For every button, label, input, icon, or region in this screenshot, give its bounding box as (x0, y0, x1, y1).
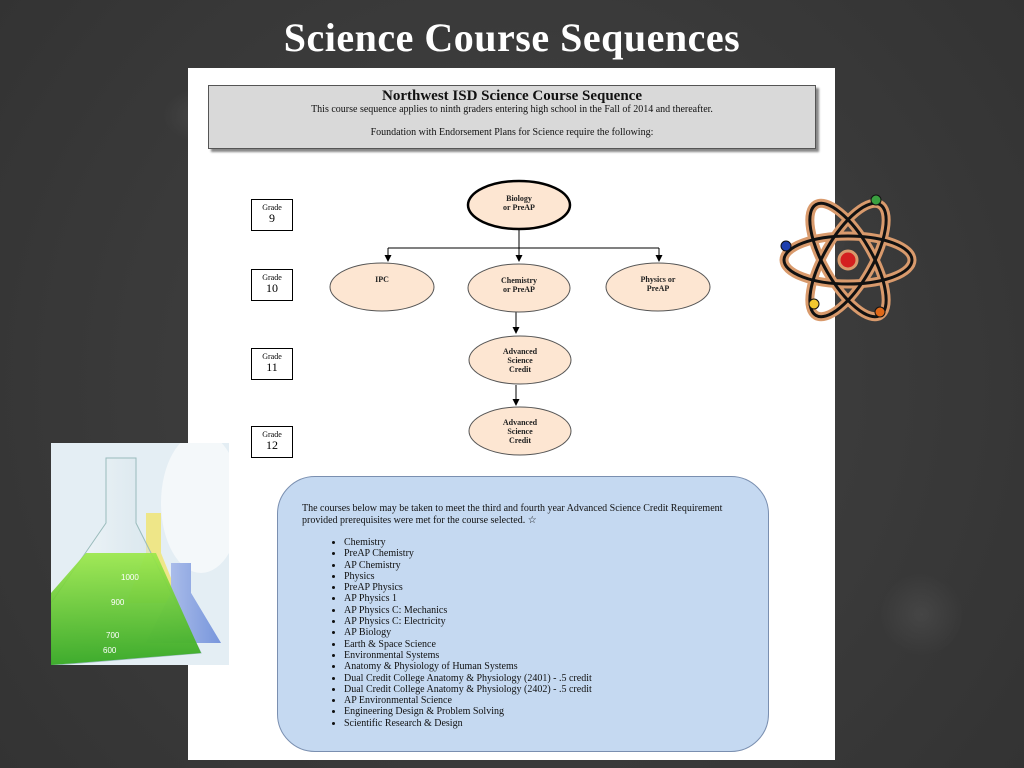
list-item: AP Physics C: Mechanics (344, 605, 592, 616)
node-physics-line-1: Physics or (641, 275, 676, 284)
list-item: PreAP Chemistry (344, 548, 592, 559)
grade-12-box: Grade 12 (251, 426, 293, 458)
list-item: Chemistry (344, 537, 592, 548)
advanced-credit-intro: The courses below may be taken to meet t… (302, 503, 723, 526)
svg-text:900: 900 (111, 598, 125, 607)
node-biology-line-1: Biology (506, 194, 532, 203)
node-biology: Biology or PreAP (466, 179, 572, 231)
list-item: Scientific Research & Design (344, 718, 592, 729)
list-item: AP Biology (344, 627, 592, 638)
node-adv2-line-1: Advanced (503, 418, 538, 427)
svg-text:700: 700 (106, 631, 120, 640)
list-item: Dual Credit College Anatomy & Physiology… (344, 684, 592, 695)
grade-10-box: Grade 10 (251, 269, 293, 301)
node-chemistry-line-2: or PreAP (503, 285, 535, 294)
beakers-photo: 1000 900 700 600 (51, 443, 229, 665)
course-list: Chemistry PreAP Chemistry AP Chemistry P… (320, 537, 592, 729)
grade-number: 12 (266, 438, 278, 452)
list-item: AP Physics 1 (344, 593, 592, 604)
grade-number: 11 (266, 360, 278, 374)
advanced-credit-box: The courses below may be taken to meet t… (277, 476, 769, 752)
node-ipc: IPC (329, 262, 435, 312)
foundation-note: Foundation with Endorsement Plans for Sc… (370, 127, 654, 138)
node-chemistry-line-1: Chemistry (501, 276, 537, 285)
node-ipc-line-1: IPC (375, 275, 389, 284)
node-adv1-line-2: Science (507, 356, 533, 365)
grade-number: 9 (269, 211, 275, 225)
grade-label: Grade (262, 352, 282, 361)
list-item: PreAP Physics (344, 582, 592, 593)
node-advanced-credit-12: Advanced Science Credit (468, 406, 572, 456)
grade-11-box: Grade 11 (251, 348, 293, 380)
list-item: AP Environmental Science (344, 695, 592, 706)
node-biology-line-2: or PreAP (503, 203, 535, 212)
node-advanced-credit-11: Advanced Science Credit (468, 335, 572, 385)
node-adv2-line-3: Credit (509, 436, 531, 445)
grade-label: Grade (262, 203, 282, 212)
svg-text:1000: 1000 (121, 573, 139, 582)
document-header: Northwest ISD Science Course Sequence Th… (208, 85, 816, 149)
list-item: Physics (344, 571, 592, 582)
grade-label: Grade (262, 273, 282, 282)
list-item: Dual Credit College Anatomy & Physiology… (344, 673, 592, 684)
atom-icon (779, 194, 917, 322)
grade-label: Grade (262, 430, 282, 439)
grade-9-box: Grade 9 (251, 199, 293, 231)
list-item: Engineering Design & Problem Solving (344, 706, 592, 717)
list-item: Anatomy & Physiology of Human Systems (344, 661, 592, 672)
grade-number: 10 (266, 281, 278, 295)
list-item: Earth & Space Science (344, 639, 592, 650)
list-item: AP Chemistry (344, 560, 592, 571)
node-adv1-line-1: Advanced (503, 347, 538, 356)
course-sequence-document: Northwest ISD Science Course Sequence Th… (188, 68, 835, 760)
sequence-flowchart: Biology or PreAP IPC Chemistry or PreAP … (329, 179, 711, 456)
slide-title: Science Course Sequences (283, 15, 741, 60)
flask-icon: 1000 900 700 600 (51, 443, 229, 665)
document-subtitle: This course sequence applies to ninth gr… (311, 104, 713, 115)
node-chemistry: Chemistry or PreAP (467, 263, 571, 313)
list-item: AP Physics C: Electricity (344, 616, 592, 627)
node-physics: Physics or PreAP (605, 262, 711, 312)
node-physics-line-2: PreAP (647, 284, 670, 293)
svg-text:600: 600 (103, 646, 117, 655)
list-item: Environmental Systems (344, 650, 592, 661)
document-title: Northwest ISD Science Course Sequence (382, 88, 642, 104)
node-adv2-line-2: Science (507, 427, 533, 436)
node-adv1-line-3: Credit (509, 365, 531, 374)
